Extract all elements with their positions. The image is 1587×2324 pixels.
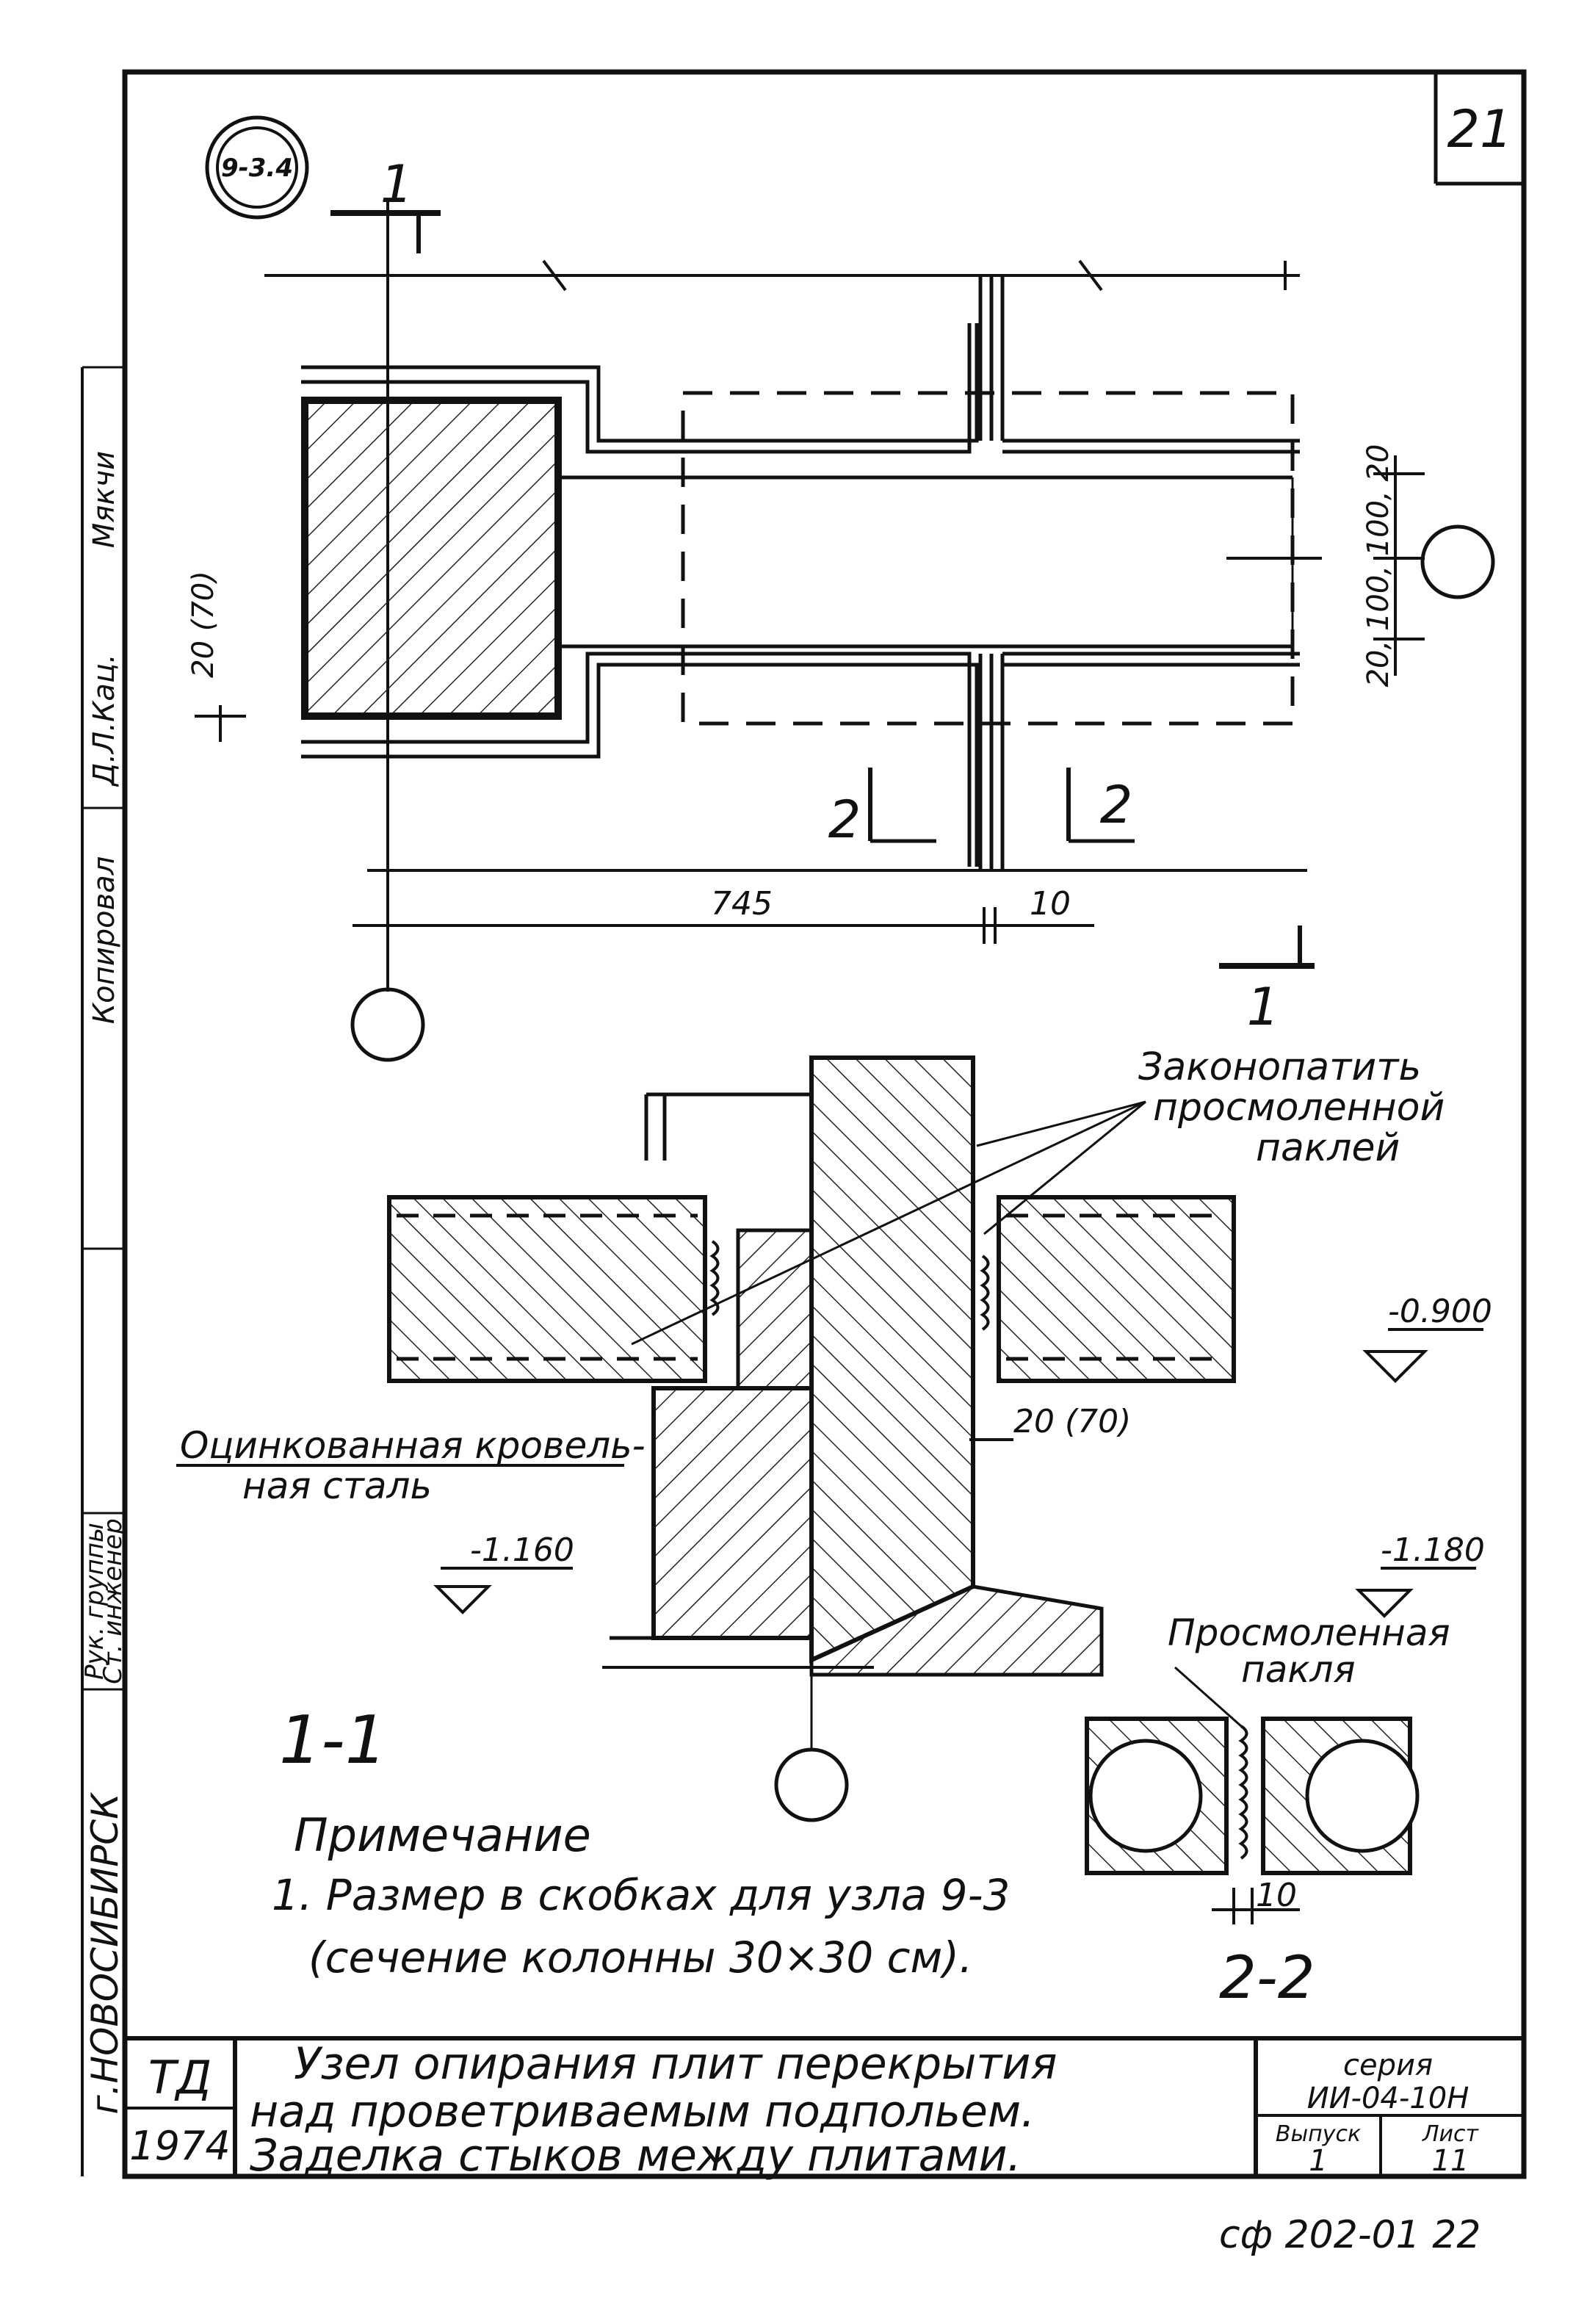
stamp-signature-2: Мякчи [87,451,121,548]
note-line-2: (сечение колонны 30×30 см). [308,1933,972,1982]
title-series-label: серия [1343,2049,1433,2082]
title-sheet-label: Лист [1422,2121,1480,2147]
section-2-2-label: 2-2 [1219,1944,1315,2012]
plan-cut-mark-top: 1 [380,154,413,214]
title-line-2: над проветриваемым подпольем. [250,2086,1035,2137]
plan-dim-right-stack: 20, 100, 100, 20 [1362,444,1395,688]
plan-cut-mark-bottom: 1 [1247,977,1280,1037]
stamp-role-engineer: Ст. инженер [98,1518,128,1684]
plan-dim-left: 20 (70) [187,571,220,678]
note-title: Примечание [294,1808,591,1862]
stamp-copied-label: Копировал [87,856,121,1025]
title-series-value: ИИ-04-10Н [1307,2082,1469,2115]
section-1-1-label: 1-1 [279,1702,387,1779]
plan-dim-small: 10 [1030,885,1071,923]
level-right-top: -0.900 [1388,1293,1492,1330]
plan-dim-main: 745 [711,885,773,923]
tow-note-line2: пакля [1241,1648,1356,1691]
level-right-bottom: -1.180 [1381,1531,1485,1569]
title-org: ТД [148,2051,212,2104]
plan-section-mark-right: 2 [1100,775,1133,835]
node-mark-label: 9-3.4 [221,154,293,183]
title-sheet-value: 11 [1432,2144,1469,2178]
plan-section-mark-left: 2 [828,790,861,850]
side-stamp [81,366,127,2176]
level-left: -1.160 [470,1531,574,1569]
title-line-1: Узел опирания плит перекрытия [294,2038,1057,2090]
stamp-city: г.НОВОСИБИРСК [84,1791,126,2115]
title-line-3: Заделка стыков между плитами. [250,2130,1022,2182]
steel-note-line2: ная сталь [242,1465,432,1507]
tow-note-line1: Просмоленная [1168,1612,1450,1654]
footer-code: сф 202-01 22 [1219,2213,1481,2257]
caulk-note-line1: Законопатить [1138,1045,1421,1089]
steel-note-line1: Оцинкованная кровель- [180,1424,646,1467]
section-dim-column-offset: 20 (70) [1013,1403,1131,1440]
plan-view [195,198,1495,1062]
title-block [125,2036,1524,2176]
note-line-1: 1. Размер в скобках для узла 9-3 [272,1870,1010,1920]
caulk-note-line2: просмоленной [1153,1086,1445,1130]
section-2-2 [1085,1666,1420,1924]
title-issue-label: Выпуск [1276,2121,1361,2147]
title-issue-value: 1 [1309,2144,1327,2178]
stamp-role-group: Рук. группы [80,1523,109,1680]
section-1-1 [176,1055,1483,1822]
section-2-2-dim-gap: 10 [1256,1877,1297,1914]
page-number: 21 [1447,99,1512,159]
sheet-frame [122,69,1527,2179]
title-year: 1974 [129,2123,230,2169]
caulk-note-line3: паклей [1256,1126,1400,1170]
node-mark [205,115,309,220]
stamp-signature-1: Д.Л.Кац. [87,654,121,787]
